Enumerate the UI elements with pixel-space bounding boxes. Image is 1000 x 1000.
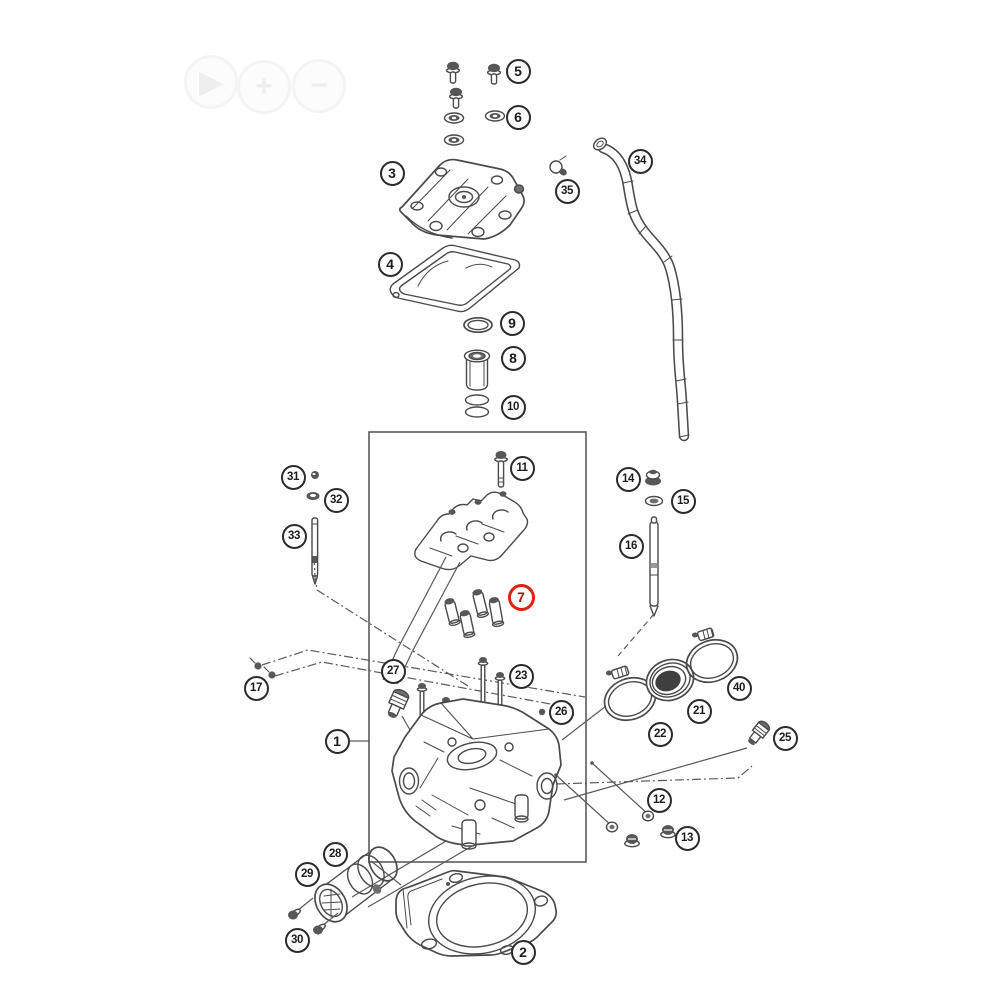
hose-clamp-small — [549, 155, 567, 176]
bridge-bolt — [494, 451, 508, 488]
cover-screws — [446, 61, 502, 109]
callout-29[interactable]: 29 — [294, 861, 320, 887]
callout-8[interactable]: 8 — [500, 345, 526, 371]
callout-2[interactable]: 2 — [510, 939, 536, 965]
o-ring — [463, 316, 493, 334]
camshaft-bridge — [414, 491, 529, 571]
callout-30[interactable]: 30 — [284, 927, 310, 953]
callout-27[interactable]: 27 — [380, 658, 406, 684]
dowel-26 — [538, 708, 546, 716]
vent-hose — [592, 137, 690, 442]
callout-10[interactable]: 10 — [500, 394, 526, 420]
adjuster-screws — [249, 657, 276, 679]
callout-7[interactable]: 7 — [507, 583, 535, 611]
callout-34[interactable]: 34 — [627, 148, 653, 174]
callout-40[interactable]: 40 — [726, 675, 752, 701]
callout-35[interactable]: 35 — [554, 178, 580, 204]
side-bolts — [554, 761, 676, 848]
callout-1[interactable]: 1 — [324, 728, 350, 754]
valve-cover — [398, 158, 525, 240]
callout-23[interactable]: 23 — [508, 663, 534, 689]
callout-11[interactable]: 11 — [509, 455, 535, 481]
cylinder-head — [391, 698, 562, 850]
play-icon: ▶ — [184, 55, 238, 109]
callout-25[interactable]: 25 — [772, 725, 798, 751]
zoom-in-icon: + — [237, 60, 291, 114]
callout-6[interactable]: 6 — [505, 104, 531, 130]
intake-boot — [314, 846, 398, 923]
zoom-out-icon: − — [292, 59, 346, 113]
valve-stem-seals — [444, 589, 505, 639]
callout-22[interactable]: 22 — [647, 721, 673, 747]
callout-12[interactable]: 12 — [646, 787, 672, 813]
callout-15[interactable]: 15 — [670, 488, 696, 514]
o-ring-pair — [464, 394, 490, 418]
callout-5[interactable]: 5 — [505, 58, 531, 84]
callout-14[interactable]: 14 — [615, 466, 641, 492]
intake-flange-21 — [645, 658, 695, 702]
callout-13[interactable]: 13 — [674, 825, 700, 851]
callout-3[interactable]: 3 — [379, 160, 405, 186]
frame-box — [368, 431, 587, 863]
callout-16[interactable]: 16 — [618, 533, 644, 559]
dowel-pin-set — [306, 471, 320, 585]
play-glyph: ▶ — [199, 65, 223, 99]
callout-4[interactable]: 4 — [377, 251, 403, 277]
boot-bolts — [288, 897, 339, 935]
callout-32[interactable]: 32 — [323, 487, 349, 513]
callout-9[interactable]: 9 — [499, 310, 525, 336]
spark-plug-tube — [463, 349, 491, 391]
temp-sensor — [748, 720, 771, 746]
tensioner-set — [617, 469, 664, 657]
leader-lines — [261, 555, 753, 908]
zoom-out-glyph: − — [310, 69, 328, 102]
intake-clamp-40 — [685, 627, 739, 684]
callout-26[interactable]: 26 — [548, 699, 574, 725]
callout-21[interactable]: 21 — [686, 698, 712, 724]
zoom-in-glyph: + — [255, 70, 273, 103]
spark-plug — [387, 688, 410, 718]
callout-28[interactable]: 28 — [322, 841, 348, 867]
cover-gasket — [389, 244, 521, 313]
callout-31[interactable]: 31 — [280, 464, 306, 490]
callout-33[interactable]: 33 — [281, 523, 307, 549]
callout-17[interactable]: 17 — [243, 675, 269, 701]
cover-grommets — [443, 110, 506, 146]
